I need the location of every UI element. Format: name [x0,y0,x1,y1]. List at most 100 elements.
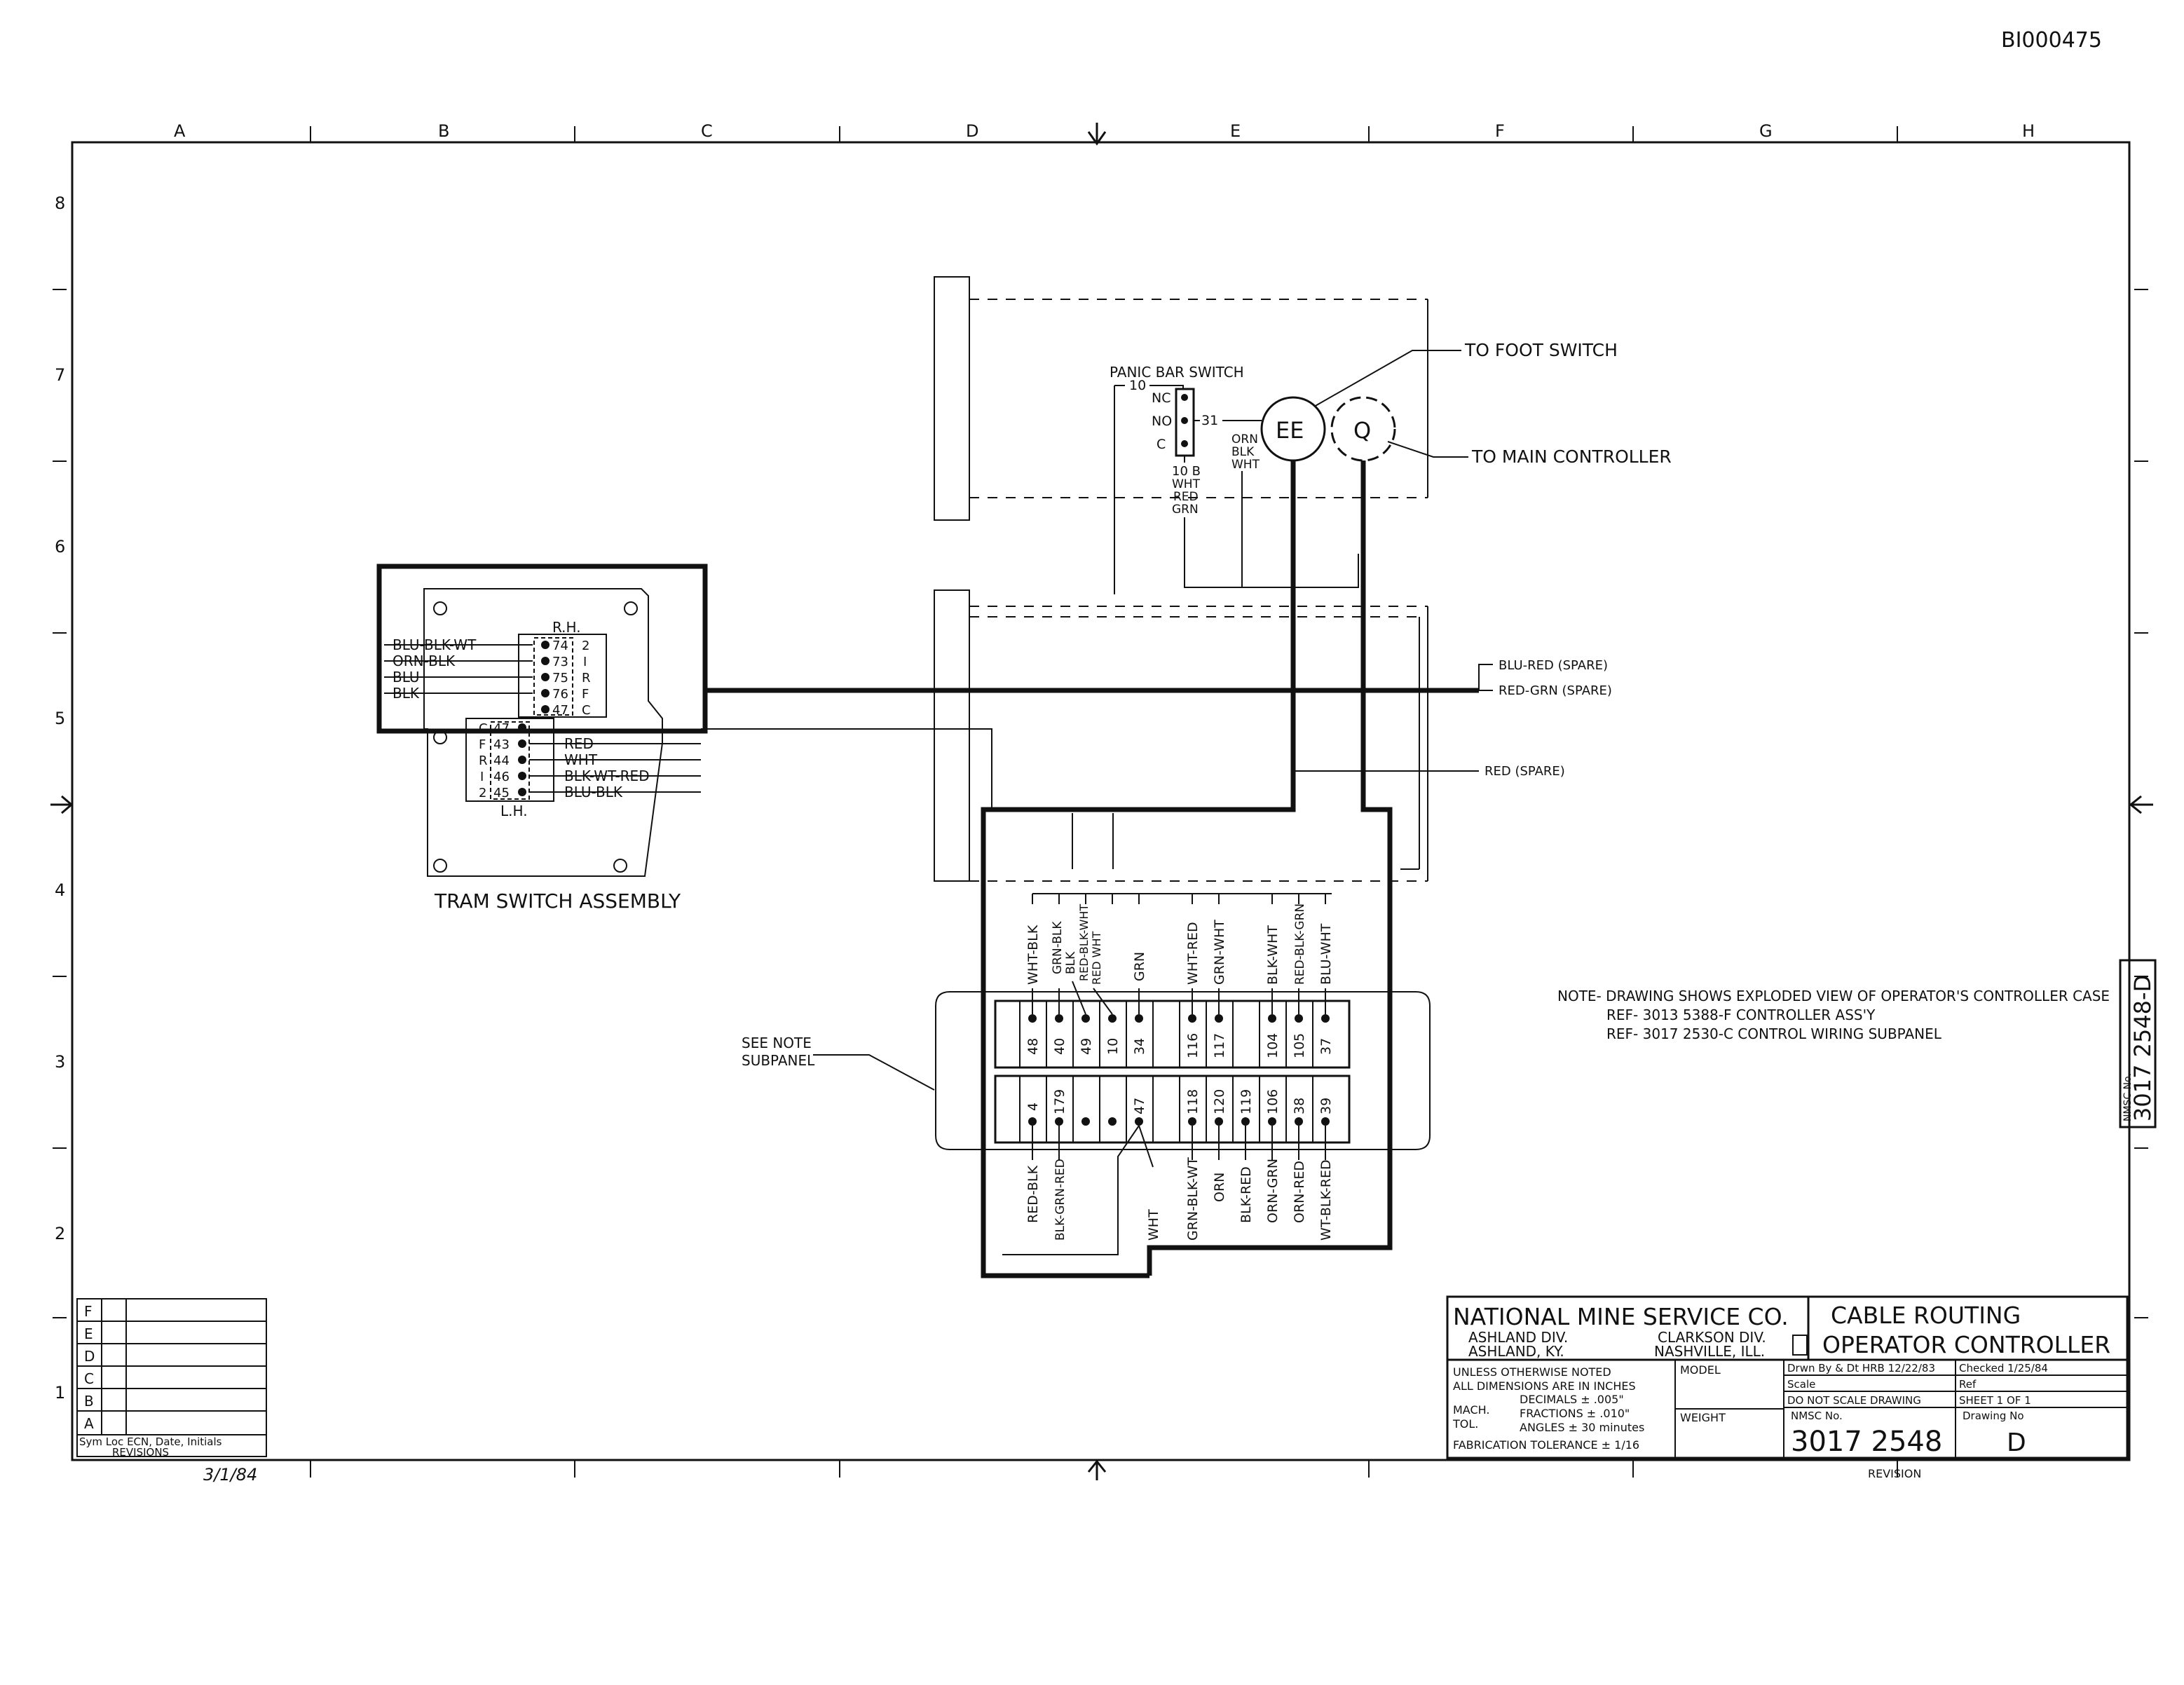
lh-row: R 44 WHT [479,751,701,768]
bot-term-39: 39 [1318,1098,1334,1114]
spare-red-grn: RED-GRN (SPARE) [1499,683,1612,698]
lh-wire-wht: WHT [564,751,598,768]
do-not-scale: DO NOT SCALE DRAWING [1787,1394,1921,1407]
row-label-6: 6 [55,537,65,557]
lh-num-43: 43 [493,737,510,752]
wire-wht-right: WHT [1231,458,1260,472]
note-line-2: REF- 3013 5388-F CONTROLLER ASS'Y [1606,1007,1876,1023]
top-wire-grn-wht: GRN-WHT [1212,920,1227,985]
side-grid: 8 7 6 5 4 3 2 1 [50,193,2153,1403]
lh-tag-r: R [479,753,488,768]
ref-label: Ref [1959,1378,1977,1391]
rh-row: 47 C [541,703,591,718]
wire-grn-left: GRN [1172,503,1199,517]
rh-wire-blu: BLU [393,669,420,685]
bot-wire-blk-grn-red: BLK-GRN-RED [1053,1159,1067,1241]
top-wire-red-blk-wht: RED-BLK-WHT [1077,904,1091,981]
top-term-37: 37 [1318,1038,1334,1055]
col-label-d: D [966,121,978,141]
top-term-49: 49 [1079,1038,1094,1055]
row-label-2: 2 [55,1224,65,1243]
see-note-label: SEE NOTE [742,1035,812,1051]
div2-name: CLARKSON DIV. [1658,1329,1766,1346]
contact-nc: NC [1152,390,1171,406]
wire-10-label: 10 [1129,378,1146,393]
fractions-tol: FRACTIONS ± .010" [1520,1407,1630,1420]
decimals-tol: DECIMALS ± .005" [1520,1393,1624,1406]
col-label-c: C [701,121,713,141]
connectors: EE Q TO FOOT SWITCH TO MAIN CONTROLLER [1260,340,1672,467]
lh-wire-red: RED [564,735,594,752]
subpanel: SEE NOTE SUBPANEL WHT-BL [742,813,1431,1255]
center-arrow-left [50,795,74,814]
rh-wire-blu-blk-wt: BLU-BLK-WT [393,636,477,653]
top-term-117: 117 [1212,1033,1227,1058]
top-term-48: 48 [1025,1038,1041,1055]
top-term-10: 10 [1105,1038,1121,1055]
col-label-g: G [1759,121,1773,141]
top-wire-blk-wht: BLK-WHT [1265,925,1281,985]
rev-row-f: F [84,1303,93,1320]
lh-label: L.H. [500,803,528,819]
controller-case-middle [934,589,1428,882]
spare-blu-red: BLU-RED (SPARE) [1499,658,1608,673]
rev-row-b: B [84,1393,94,1410]
drawing-title-2: OPERATOR CONTROLLER [1822,1331,2110,1358]
fabrication-tol: FABRICATION TOLERANCE ± 1/16 [1453,1438,1639,1452]
wire-red-left: RED [1173,490,1199,504]
connector-ee-label: EE [1276,417,1304,444]
side-stamp: NMSC No. 3017 2548-D [2119,959,2157,1128]
wire-blk-right: BLK [1231,445,1255,459]
revisions-block: F E D C B A Sym Loc ECN, Date, Initials … [76,1298,267,1485]
wire-orn-right: ORN [1231,432,1258,446]
drawing-title-1: CABLE ROUTING [1831,1302,2021,1329]
connector-q-label: Q [1353,417,1371,444]
to-main-controller: TO MAIN CONTROLLER [1471,446,1672,467]
rh-num-75: 75 [552,671,568,685]
bot-term-119: 119 [1238,1089,1254,1114]
top-wire-grn: GRN [1132,952,1147,981]
lh-row: I 46 BLK-WT-RED [480,768,701,784]
drawing-number: 3017 2548 [1791,1426,1942,1458]
nmsc-no-label: NMSC No. [1791,1410,1843,1422]
col-label-h: H [2022,121,2035,141]
center-arrow-bottom [1087,1459,1107,1480]
row-label-5: 5 [55,709,65,728]
company-name: NATIONAL MINE SERVICE CO. [1453,1303,1789,1330]
top-term-105: 105 [1292,1033,1307,1058]
bot-term-4: 4 [1025,1103,1041,1111]
bottom-grid: REVISION [310,1459,1921,1480]
col-label-f: F [1495,121,1505,141]
rh-row: BLK 76 F [384,685,589,702]
col-label-b: B [438,121,449,141]
col-label-e: E [1230,121,1241,141]
subpanel-label: SUBPANEL [742,1052,815,1069]
bot-term-47: 47 [1132,1098,1147,1114]
top-term-104: 104 [1265,1033,1281,1058]
lh-row: C 47 [479,721,526,736]
div2-location: NASHVILLE, ILL. [1654,1343,1765,1360]
lh-num-44: 44 [493,753,510,768]
row-label-4: 4 [55,880,65,900]
drawn-by: Drwn By & Dt HRB 12/22/83 [1787,1362,1935,1374]
rev-row-c: C [84,1370,94,1387]
panic-bar-title: PANIC BAR SWITCH [1110,364,1244,381]
rev-header: Sym Loc ECN, Date, Initials [79,1435,222,1448]
bot-term-120: 120 [1212,1089,1227,1114]
rh-num-74: 74 [552,639,568,653]
checked-by: Checked 1/25/84 [1959,1362,2048,1374]
scale-label: Scale [1787,1378,1815,1391]
wire-31-label: 31 [1201,413,1218,428]
rh-tag-2: 2 [582,639,589,653]
rev-row-a: A [84,1415,94,1432]
tolerance-line-1: UNLESS OTHERWISE NOTED [1453,1365,1611,1379]
bot-term-38: 38 [1292,1098,1307,1114]
rev-row-e: E [84,1325,93,1342]
tol-label: TOL. [1452,1417,1478,1431]
revision-label: REVISION [1868,1467,1921,1480]
center-arrow-top [1087,123,1107,146]
drawing-no-label: Drawing No [1963,1410,2024,1422]
lh-num-45: 45 [493,786,510,800]
div1-location: ASHLAND, KY. [1468,1343,1564,1360]
note-line-1: NOTE- DRAWING SHOWS EXPLODED VIEW OF OPE… [1557,988,2110,1004]
